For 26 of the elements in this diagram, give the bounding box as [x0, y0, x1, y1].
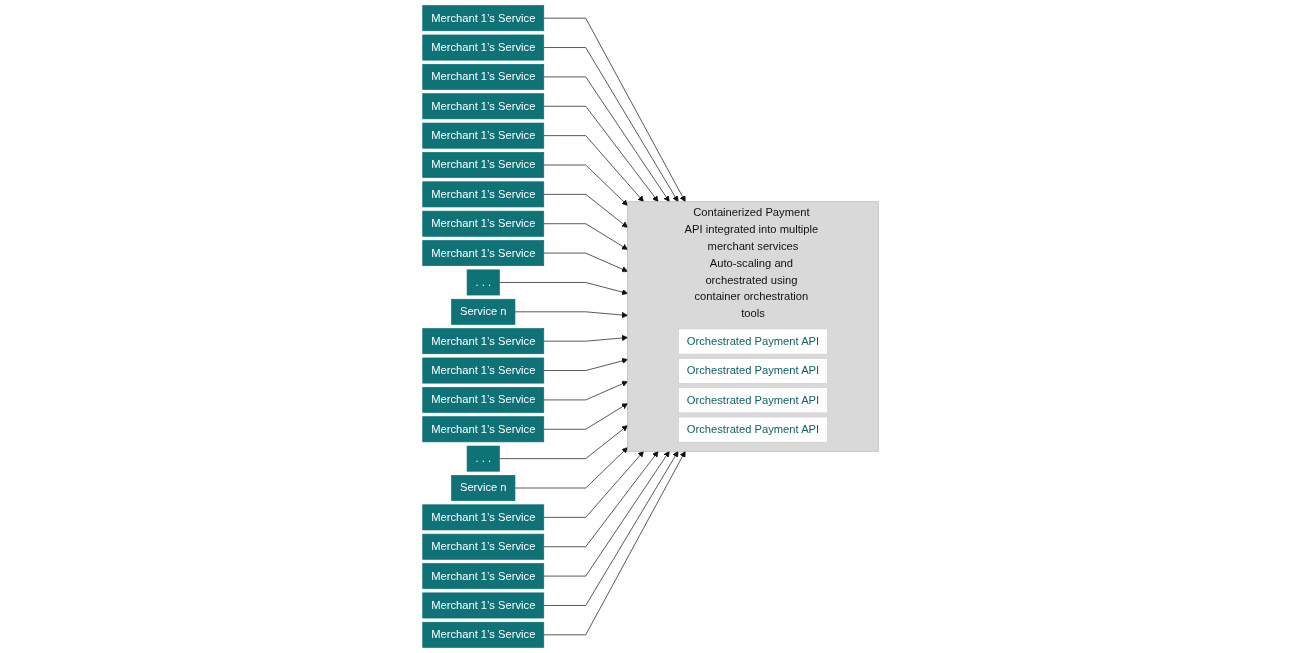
node-box: Merchant 1’s Service — [422, 34, 545, 61]
node-box: Merchant 1’s Service — [422, 416, 545, 443]
node-box: Merchant 1’s Service — [422, 328, 545, 355]
node-box: Merchant 1’s Service — [422, 386, 545, 413]
node-box: Merchant 1’s Service — [422, 210, 545, 237]
node-box: . . . — [466, 445, 500, 472]
node-box: Merchant 1’s Service — [422, 240, 545, 267]
node-box: Merchant 1’s Service — [422, 63, 545, 90]
node-box: Merchant 1’s Service — [422, 122, 545, 149]
node-box: Service n — [451, 298, 516, 325]
node-box: Merchant 1’s Service — [422, 181, 545, 208]
node-box: Merchant 1’s Service — [422, 357, 545, 384]
node-box: Merchant 1’s Service — [422, 533, 545, 560]
node-box: Merchant 1’s Service — [422, 563, 545, 590]
node-box: Service n — [451, 475, 516, 501]
node-box: Merchant 1’s Service — [422, 5, 545, 32]
node-box: Merchant 1’s Service — [422, 93, 545, 120]
node-box: Merchant 1’s Service — [422, 592, 545, 619]
node-box: Orchestrated Payment API — [678, 416, 828, 443]
node-box: Merchant 1’s Service — [422, 504, 545, 531]
node-box: Orchestrated Payment API — [678, 387, 828, 414]
node-box: . . . — [466, 269, 500, 296]
node-box: Orchestrated Payment API — [678, 357, 828, 384]
node-box: Merchant 1’s Service — [422, 621, 545, 648]
node-box: Merchant 1’s Service — [422, 152, 545, 178]
node-box: Orchestrated Payment API — [678, 328, 828, 355]
